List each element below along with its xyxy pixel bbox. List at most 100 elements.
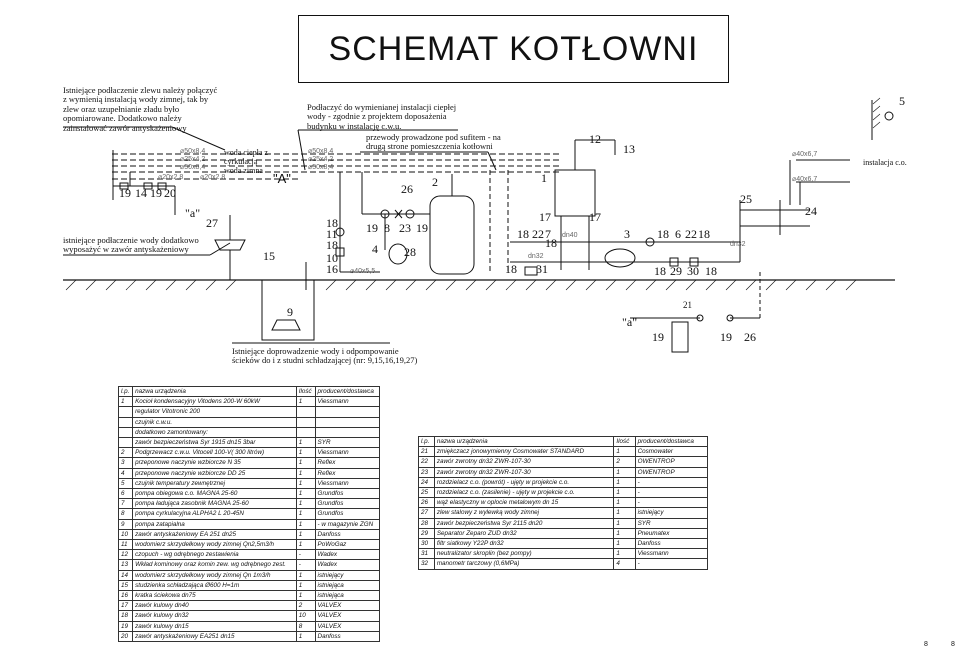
label-18: 18 <box>657 227 669 241</box>
cell-name: pompa obiegowa c.o. MAGNA 25-60 <box>132 488 297 500</box>
cell-producer: Pneumatex <box>634 527 709 540</box>
circulation-label: cyrkulacją <box>224 157 258 166</box>
cell-lp: 5 <box>117 477 134 490</box>
header-lp: l.p. <box>418 435 435 448</box>
label-9: 9 <box>287 305 293 319</box>
header-qty: Ilość <box>613 435 636 448</box>
label-31: 31 <box>536 262 548 276</box>
cell-lp: 26 <box>418 497 435 509</box>
dim-label: ⌀25x4,2 <box>308 156 334 163</box>
hot-water-cylinder-2-icon <box>429 195 475 275</box>
label-29: 29 <box>670 264 682 278</box>
cell-lp <box>117 426 134 439</box>
table-header-row: l.p. nazwa urządzenia Ilość producent/do… <box>117 385 381 398</box>
cell-name: neutralizator skroplin (bez pompy) <box>433 548 615 560</box>
cell-name: Separator Zeparo ZUD dn32 <box>433 527 615 540</box>
cell-name: kratka ściekowa dn75 <box>132 590 297 602</box>
cell-name: przeponowe naczynie wzbiorcze DD 25 <box>132 467 297 479</box>
cell-lp: 22 <box>418 456 435 468</box>
title-box: SCHEMAT KOTŁOWNI <box>298 15 729 83</box>
cell-qty: 1 <box>295 508 316 520</box>
cell-qty: 1 <box>613 507 636 519</box>
cell-producer: VALVEX <box>314 600 381 612</box>
sink-icon <box>214 239 246 251</box>
cell-producer: VALVEX <box>314 620 381 632</box>
dim-label: ⌀40x5,5 <box>350 268 376 275</box>
cell-producer: - <box>634 487 709 499</box>
cell-producer: OWENTROP <box>634 466 709 478</box>
water-softener-21-icon <box>671 321 689 353</box>
header-lp: l.p. <box>117 385 134 398</box>
cell-name: regulator Vitotronic 200 <box>132 406 297 418</box>
label-1: 1 <box>541 171 547 185</box>
label-6: 6 <box>675 227 681 241</box>
cell-producer <box>314 416 381 428</box>
cell-producer: istniejący <box>314 569 381 581</box>
note-leader <box>171 126 226 151</box>
label-5: 5 <box>899 94 905 108</box>
cell-producer: VALVEX <box>314 610 381 622</box>
outdoor-sensor-5-icon <box>884 111 894 121</box>
cell-qty: 1 <box>613 466 636 478</box>
cell-lp: 4 <box>117 467 134 479</box>
cell-lp: 32 <box>418 558 435 570</box>
meter-11-icon <box>335 227 345 237</box>
table-row: dodatkowo zamontowany: <box>117 426 381 439</box>
cell-name: zawór kulowy dn15 <box>132 620 297 632</box>
cell-name: pompa ładująca zasobnik MAGNA 25-60 <box>132 498 297 510</box>
label-23: 23 <box>399 221 411 235</box>
cell-qty: 1 <box>295 518 316 530</box>
cell-qty: 1 <box>613 476 636 489</box>
label-25: 25 <box>740 192 752 206</box>
label-17: 17 <box>539 210 551 224</box>
table-header-row: l.p. nazwa urządzenia Ilość producent/do… <box>418 435 709 448</box>
cell-lp: 13 <box>117 559 134 571</box>
cell-producer: Grundfos <box>314 498 381 510</box>
cell-qty: 1 <box>295 467 316 479</box>
cell-producer: Grundfos <box>314 488 381 500</box>
cell-producer: - w magazynie ZGN <box>314 518 381 530</box>
label-18: 18 <box>545 236 557 250</box>
cell-name: filtr siatkowy Y22P dn32 <box>433 538 615 550</box>
cell-name: wodomierz skrzydełkowy wody zimnej Qn 1m… <box>132 569 297 581</box>
label-24: 24 <box>805 204 817 218</box>
submersible-pump-icon <box>271 319 301 331</box>
cell-qty: 1 <box>295 579 316 592</box>
meter-14-icon <box>143 182 153 190</box>
cell-name: pompa zatapialna <box>132 518 297 530</box>
label-19: 19 <box>416 221 428 235</box>
cell-producer: Viessmann <box>314 477 381 490</box>
cell-name: czujnik c.w.u. <box>132 416 297 428</box>
cell-lp <box>117 437 134 449</box>
label-2: 2 <box>432 175 438 189</box>
cell-lp: 23 <box>418 466 435 478</box>
cell-name: zawór antyskażeniowy EA 251 dn25 <box>132 528 297 541</box>
header-qty: Ilość <box>295 385 316 398</box>
cell-qty: 1 <box>295 528 316 541</box>
cell-producer: Cosmowater <box>634 446 709 458</box>
filter-30-icon <box>689 257 699 267</box>
cell-name: zawór zwrotny dn32 ZWR-107-30 <box>433 466 615 478</box>
cold-hot-pipes <box>112 153 560 173</box>
cell-name: Wkład kominowy oraz komin zew. wg odrębn… <box>132 559 297 571</box>
cell-producer: Wadex <box>314 549 381 561</box>
label-A: "A" <box>273 171 291 186</box>
dim-label: ⌀50x8,4 <box>308 148 334 155</box>
check-valve-23-icon <box>405 209 415 219</box>
